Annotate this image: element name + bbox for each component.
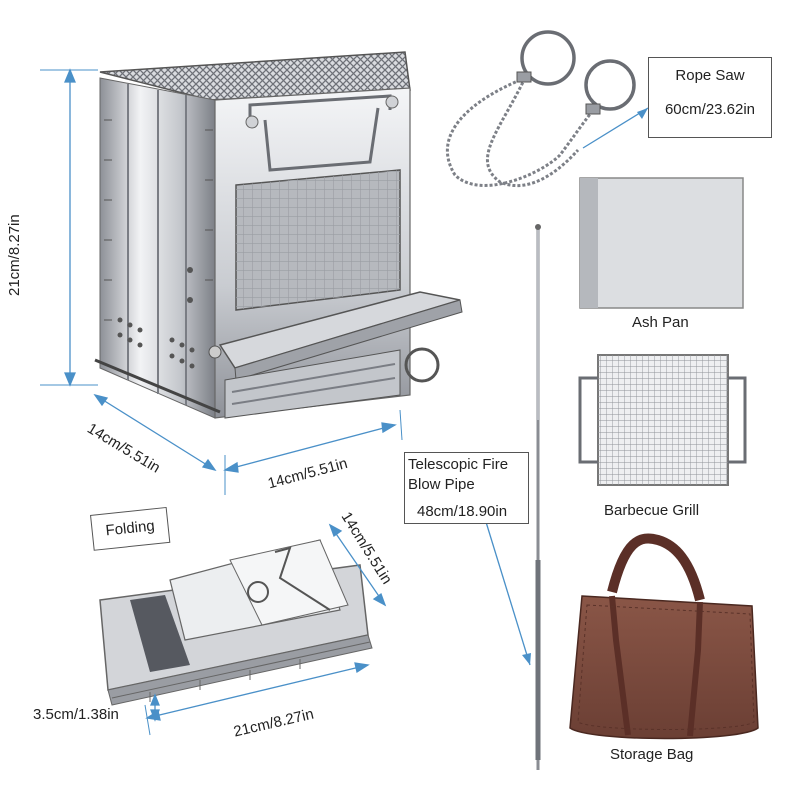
rope-saw-callout: Rope Saw 60cm/23.62in [648,57,772,138]
rope-saw [445,30,636,188]
rope-saw-length: 60cm/23.62in [664,101,756,119]
stove-body [94,51,463,419]
ash-pan [579,177,744,309]
storage-bag-label: Storage Bag [610,746,694,763]
folded-stove [99,539,373,706]
barbecue-grill [578,354,747,486]
blow-pipe [535,224,541,770]
ash-pan-label: Ash Pan [632,314,689,331]
blow-pipe-length: 48cm/18.90in [417,502,508,520]
blow-pipe-callout: Telescopic Fire Blow Pipe 48cm/18.90in [404,452,529,524]
folded-dimension-lines [144,523,387,736]
folded-thickness-label: 3.5cm/1.38in [33,706,119,723]
storage-bag [569,533,759,740]
dimension-lines [40,68,403,495]
blow-pipe-title-1: Telescopic Fire [408,456,509,473]
blow-pipe-title-2: Blow Pipe [408,476,475,494]
stove-height-label: 21cm/8.27in [6,214,23,296]
barbecue-grill-label: Barbecue Grill [604,502,700,519]
rope-saw-title: Rope Saw [675,67,745,84]
